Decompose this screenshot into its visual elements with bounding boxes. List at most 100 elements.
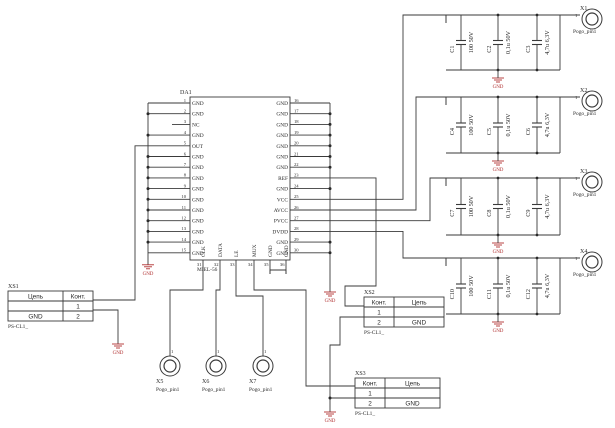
cap-value: 0,1u 50V — [505, 274, 512, 298]
connector-ref: XS3 — [355, 371, 366, 377]
cap-ref: C4 — [449, 128, 456, 135]
ground-symbol: GND — [492, 77, 504, 90]
junction-dot — [146, 133, 150, 137]
ic-pin-name: GND — [192, 251, 204, 257]
pogo-outer — [205, 355, 227, 377]
capacitor: C10 100 50V — [449, 258, 475, 314]
ic-pin-number: 11 — [182, 205, 187, 210]
pogo-outer — [252, 355, 274, 377]
ic-pin-name: GND — [192, 229, 204, 235]
ic-pin-number: 34 — [248, 262, 253, 267]
cap-ref: C6 — [525, 128, 532, 135]
junction-dot — [328, 144, 332, 148]
wire-out-xs1 — [93, 145, 172, 301]
junction-dot — [328, 187, 332, 191]
junction-dot — [328, 165, 332, 169]
ground-label: GND — [325, 419, 336, 424]
ground-label: GND — [493, 250, 504, 255]
connector-header: Конт. — [71, 294, 86, 301]
pogo-ref: X7 — [249, 379, 256, 385]
ground-label: GND — [143, 272, 154, 277]
ic-pin-name: MUX — [252, 244, 258, 257]
junction-dot — [328, 240, 332, 244]
pogo-inner — [209, 359, 223, 373]
cap-value: 4,7u 6,3V — [544, 273, 551, 298]
ic-pin-number: 12 — [181, 216, 186, 221]
pogo-inner — [585, 12, 599, 26]
ic-pin-number: 4 — [184, 130, 187, 135]
junction-dot — [146, 176, 150, 180]
junction-dot — [328, 112, 332, 116]
cap-value: 100 50V — [468, 195, 475, 217]
ic-pin-number: 2 — [184, 109, 187, 114]
ic-pin-name: GND — [276, 165, 288, 171]
pogo-part: Pogo_pin1 — [156, 387, 180, 393]
cap-ref: C10 — [449, 289, 456, 299]
ic-pin-number: 9 — [184, 183, 187, 188]
pogo-inner — [585, 255, 599, 269]
ground-symbol: GND — [142, 264, 154, 277]
pogo-ref: X4 — [580, 249, 587, 255]
wire-xs2-gnd — [329, 316, 364, 412]
ic-da1: DA1MIEL-561GND2GND3NC4GND5OUT6GND7GND8GN… — [180, 90, 299, 273]
pogo-outer — [581, 251, 603, 273]
ic-pin-name: GND — [192, 197, 204, 203]
wire-ref-xs2 — [308, 177, 377, 307]
connector-part: PS-CL1_ — [364, 330, 384, 336]
cap-value: 100 50V — [468, 275, 475, 297]
connector-cell: 2 — [76, 314, 80, 321]
ic-pin-number: 27 — [294, 216, 299, 221]
ic-pin-name: GND — [192, 176, 204, 182]
ic-pin-name: GND — [192, 240, 204, 246]
connector-body — [363, 296, 445, 328]
ic-pin-name: REF — [278, 176, 288, 182]
pogo-pin-number: 1 — [575, 13, 578, 18]
ground-label: GND — [493, 85, 504, 90]
junction-dot — [535, 176, 539, 180]
ic-pin-number: 29 — [294, 237, 299, 242]
pogo-outer — [581, 8, 603, 30]
junction-dot — [146, 165, 150, 169]
ic-pin-number: 5 — [184, 141, 187, 146]
ic-pin-name: GND — [276, 101, 288, 107]
ic-pin-name: GND — [276, 240, 288, 246]
pogo-inner — [585, 94, 599, 108]
connector-part: PS-CL1_ — [355, 411, 375, 417]
ic-pin-number: 16 — [294, 98, 299, 103]
ic-pin-name: AVCC — [274, 208, 289, 214]
ic-pin-number: 15 — [181, 248, 186, 253]
pogo-pin-number: 1 — [575, 95, 578, 100]
cap-value: 4,7u 6,3V — [544, 30, 551, 55]
junction-dot — [496, 95, 500, 99]
ic-pin-number: 30 — [294, 248, 299, 253]
ic-pin-name: CLK — [201, 246, 207, 257]
pogo-inner — [163, 359, 177, 373]
pogo-part: Pogo_pin1 — [573, 192, 597, 198]
wire-xs1-gnd — [93, 309, 119, 344]
junction-dot — [146, 240, 150, 244]
ic-pin-name: GND — [276, 112, 288, 118]
ic-pin-name: GND — [284, 245, 290, 257]
cap-value: 0,1u 50V — [505, 30, 512, 54]
pogo-ref: X6 — [202, 379, 209, 385]
connector-ref: XS1 — [8, 284, 19, 290]
junction-dot — [146, 155, 150, 158]
ground-symbol: GND — [492, 242, 504, 255]
pogo-ref: X3 — [580, 169, 587, 175]
ground-symbol: GND — [492, 321, 504, 334]
ic-pin-number: 32 — [214, 262, 219, 267]
ic-pin-name: GND — [192, 101, 204, 107]
cap-ref: C12 — [525, 289, 532, 299]
connector-header: Конт. — [372, 300, 387, 307]
wire-mux-xs3 — [253, 274, 355, 387]
